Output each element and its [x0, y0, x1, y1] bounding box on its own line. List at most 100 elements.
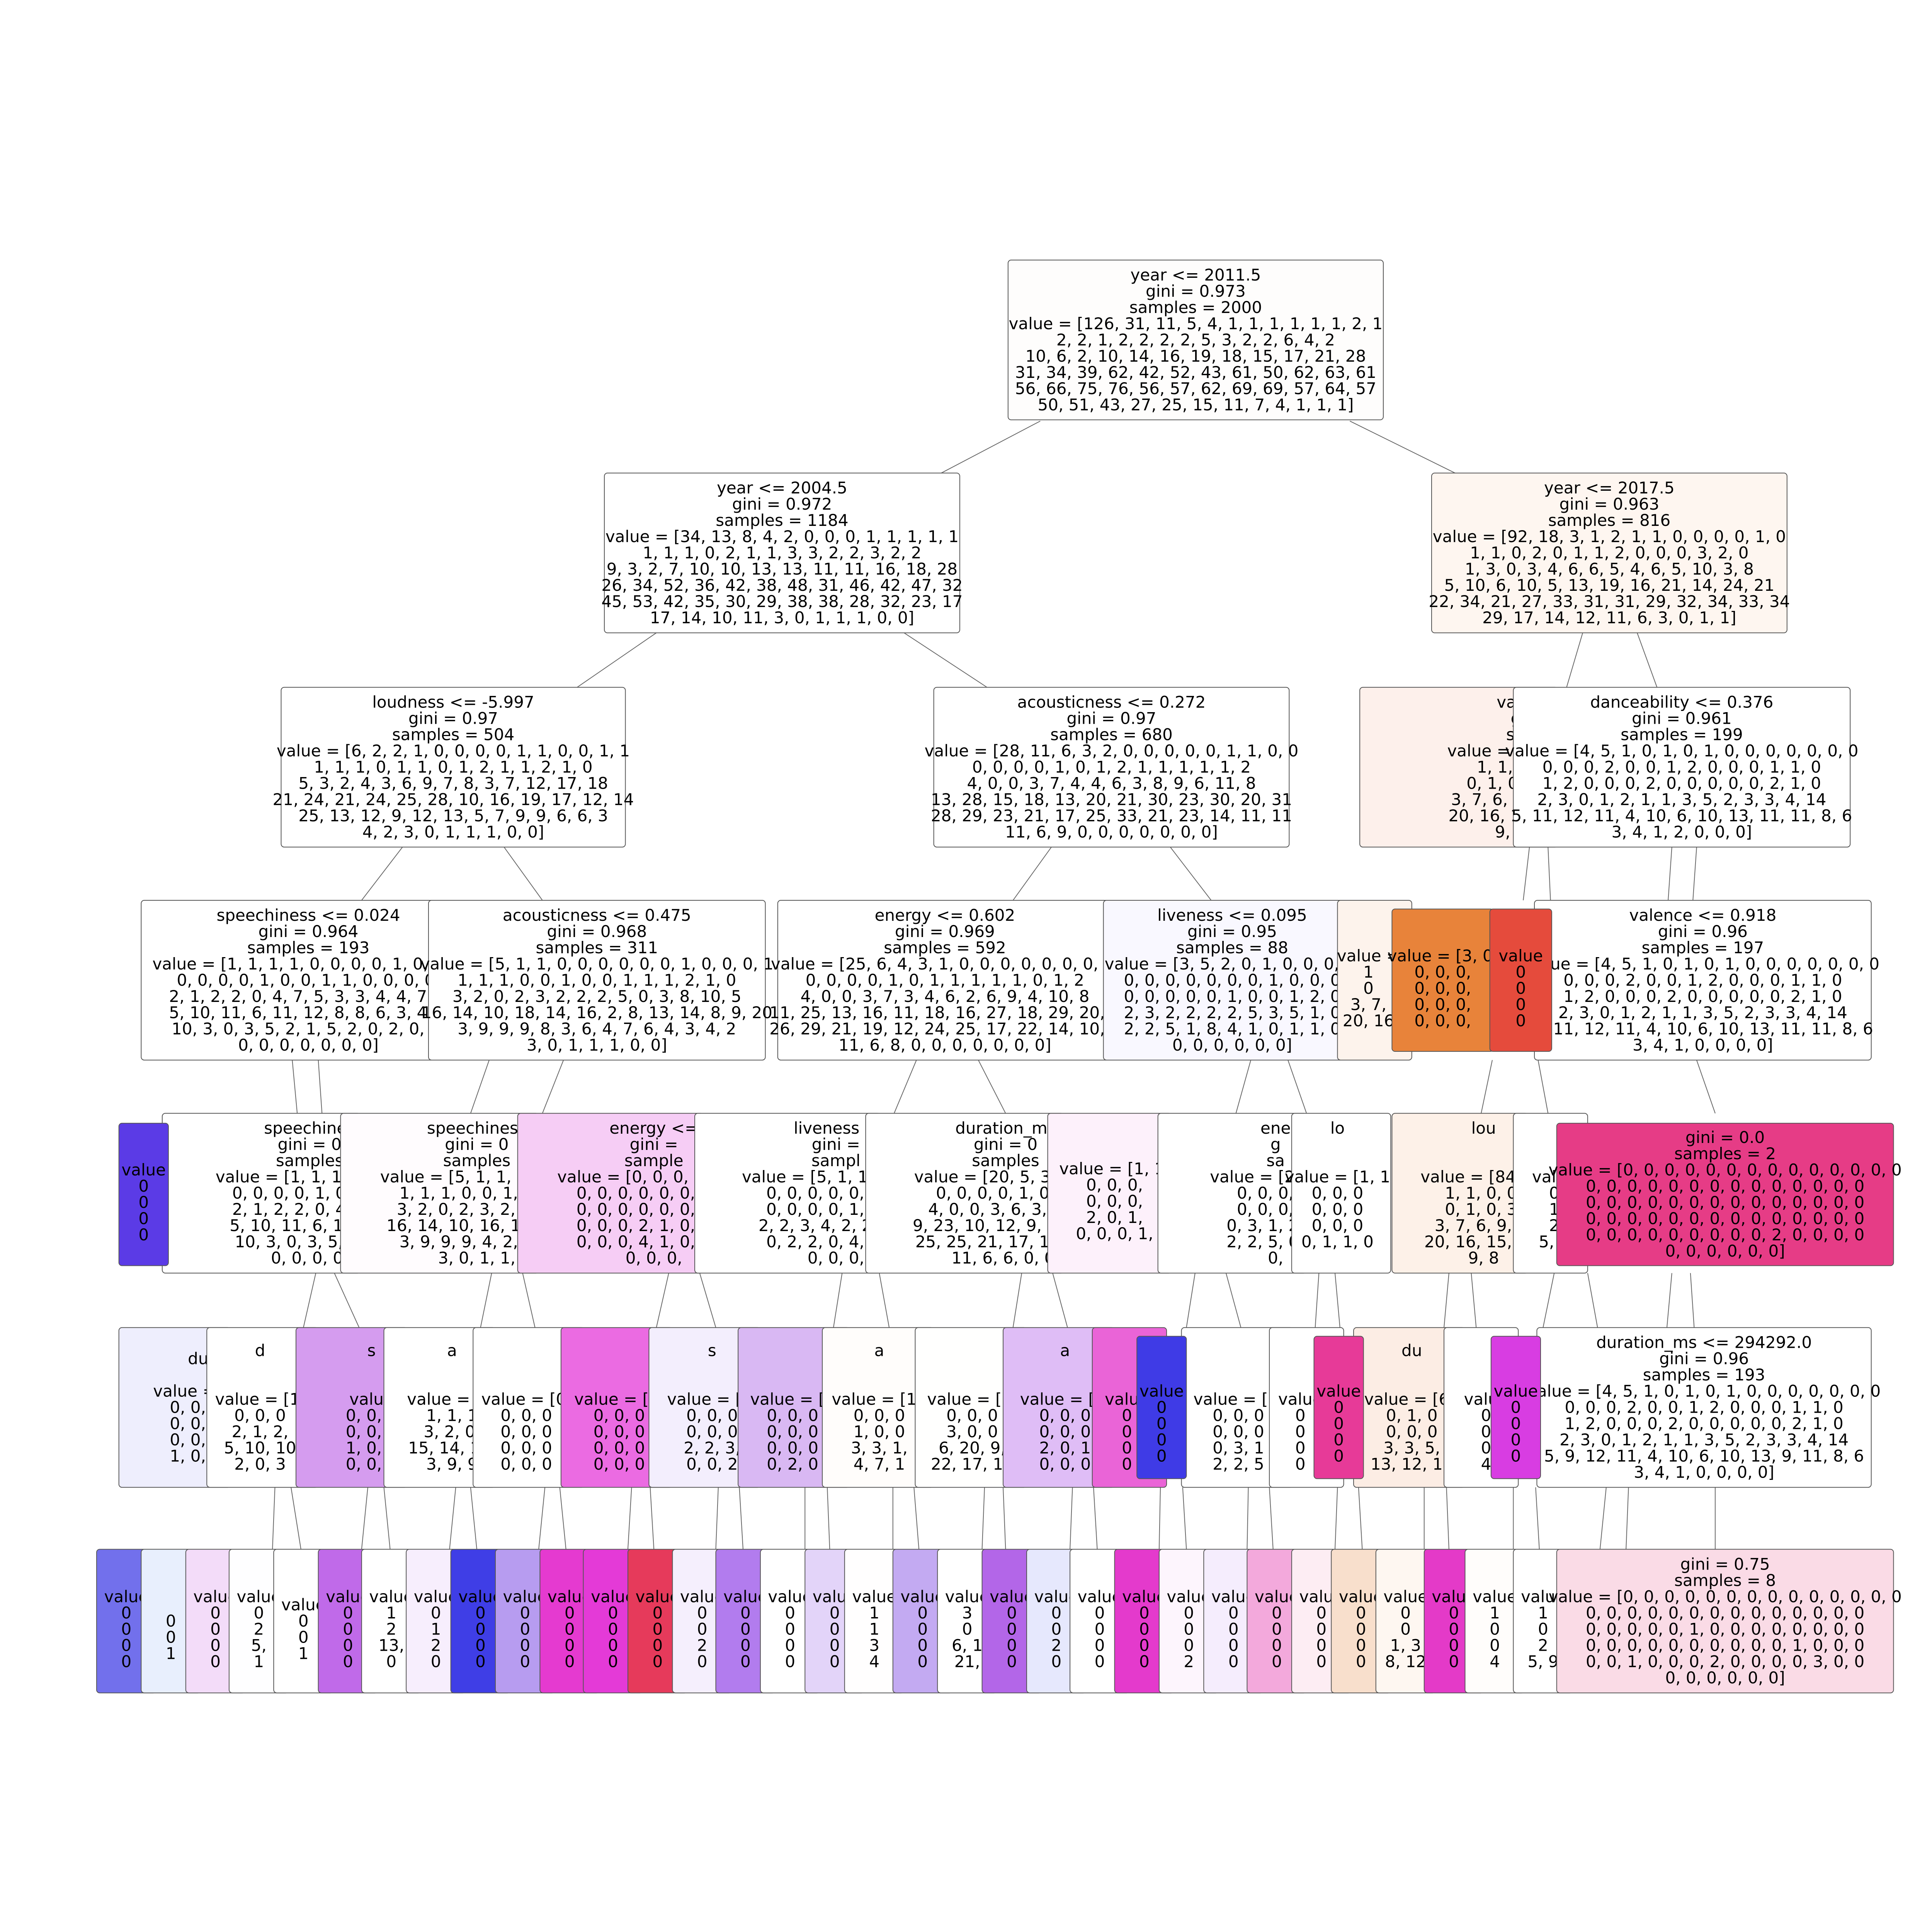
- tree-edge: [1600, 1487, 1606, 1549]
- tree-edge: [1481, 1060, 1492, 1113]
- tree-node: loudness <= -5.997gini = 0.97samples = 5…: [273, 687, 634, 847]
- tree-node-text: 0: [1272, 1652, 1282, 1671]
- tree-edge: [1693, 847, 1697, 900]
- tree-node-text: 0, 2, 0: [767, 1454, 818, 1473]
- tree-node-text: du: [188, 1349, 208, 1368]
- tree-node: liveness <= 0.095gini = 0.95samples = 88…: [1104, 900, 1360, 1060]
- tree-node-text: 0: [1515, 1011, 1526, 1030]
- tree-edge: [1548, 847, 1550, 900]
- tree-node-text: lou: [1471, 1119, 1496, 1138]
- tree-node-text: a: [1060, 1341, 1070, 1360]
- tree-node-text: 9, 8: [1468, 1248, 1499, 1267]
- tree-node-text: 0, 0, 0, 0,: [271, 1248, 348, 1267]
- tree-edge: [827, 1487, 830, 1549]
- tree-node-text: 0, 1, 1, 0: [1301, 1232, 1374, 1251]
- tree-edge: [1667, 1273, 1672, 1328]
- tree-node-text: 0: [565, 1652, 575, 1671]
- tree-node: value = [3, 0,0, 0, 0,0, 0, 0,0, 0, 0,0,…: [1388, 909, 1498, 1051]
- tree-edge: [1053, 1273, 1067, 1328]
- tree-node-text: 0, 0, 0, 0, 0, 0, 0]: [238, 1036, 379, 1054]
- tree-node: duration_ms <= 294292.0gini = 0.96sample…: [1527, 1328, 1881, 1487]
- tree-edge: [1543, 1273, 1554, 1328]
- tree-node: energy <= 0.602gini = 0.969samples = 592…: [769, 900, 1120, 1060]
- tree-node-text: 4: [1490, 1652, 1500, 1671]
- tree-node-text: 0: [1449, 1652, 1459, 1671]
- tree-edge: [362, 1487, 368, 1549]
- tree-node-text: 2, 0, 3: [234, 1454, 286, 1473]
- tree-node-text: 29, 17, 14, 12, 11, 6, 3, 0, 1, 1]: [1482, 608, 1736, 627]
- tree-edge: [1247, 1487, 1248, 1549]
- tree-edge: [904, 633, 987, 687]
- tree-node: year <= 2004.5gini = 0.972samples = 1184…: [601, 473, 963, 633]
- tree-node-text: 3, 4, 1, 2, 0, 0, 0]: [1612, 822, 1752, 841]
- tree-node-text: 0: [1139, 1652, 1150, 1671]
- tree-node-text: 1: [298, 1644, 309, 1663]
- tree-node-text: 0: [520, 1652, 531, 1671]
- tree-edge: [1444, 1273, 1449, 1328]
- tree-node-text: 0, 0, 0,: [1414, 1011, 1471, 1030]
- tree-edge: [504, 847, 542, 900]
- tree-node-text: 50, 51, 43, 27, 25, 15, 11, 7, 4, 1, 1, …: [1038, 395, 1354, 414]
- tree-node-text: s: [708, 1341, 716, 1360]
- tree-node-text: 0, 0, 0, 0, 0, 0]: [1665, 1242, 1785, 1260]
- tree-edge: [303, 1273, 316, 1328]
- tree-node-text: 4, 2, 3, 0, 1, 1, 1, 0, 0]: [362, 822, 544, 841]
- tree-edge: [833, 1273, 842, 1328]
- tree-edge: [1588, 1273, 1598, 1328]
- tree-node-text: 0: [1156, 1446, 1167, 1465]
- tree-node-text: 11, 6, 8, 0, 0, 0, 0, 0, 0, 0]: [838, 1036, 1051, 1054]
- tree-node-text: 0: [431, 1652, 441, 1671]
- tree-node-text: 0: [697, 1652, 707, 1671]
- tree-edge: [628, 1487, 632, 1549]
- tree-node-text: 0, 0, 0: [500, 1454, 552, 1473]
- tree-node-text: 0: [785, 1652, 795, 1671]
- tree-node-text: 13, 12, 12: [1371, 1454, 1453, 1473]
- tree-node-text: 4: [1481, 1454, 1492, 1473]
- tree-node-text: 0, 0, 0: [594, 1454, 645, 1473]
- tree-edge: [650, 1487, 654, 1549]
- tree-node-text: 0: [138, 1225, 149, 1244]
- tree-edge: [1335, 1273, 1340, 1328]
- tree-edge: [1269, 1487, 1273, 1549]
- tree-edge: [471, 1060, 489, 1113]
- tree-edge: [334, 1273, 359, 1328]
- tree-edge: [656, 1273, 669, 1328]
- tree-node: value0000: [1137, 1336, 1186, 1479]
- tree-node-text: 11, 6, 6, 0, 0,: [951, 1248, 1060, 1267]
- tree-node: value0000: [1491, 1336, 1541, 1479]
- tree-edge: [318, 1060, 322, 1113]
- tree-node-text: 8, 12: [1385, 1652, 1426, 1671]
- tree-edge: [1003, 1487, 1005, 1549]
- tree-edge: [449, 1487, 456, 1549]
- tree-edge: [894, 1060, 917, 1113]
- tree-edge: [272, 1487, 275, 1549]
- tree-node-text: 3, 4, 1, 0, 0, 0, 0]: [1633, 1036, 1773, 1054]
- tree-edge: [471, 1487, 477, 1549]
- tree-node-text: 0: [1511, 1446, 1521, 1465]
- tree-node-text: 2: [1184, 1652, 1194, 1671]
- tree-edge: [523, 1273, 535, 1328]
- tree-node-text: 0: [1228, 1652, 1239, 1671]
- tree-node-text: 2, 2, 5: [1213, 1454, 1264, 1473]
- tree-node: year <= 2011.5gini = 0.973samples = 2000…: [1008, 260, 1383, 420]
- tree-node-text: 0, 0, 0, 1,: [1076, 1224, 1153, 1243]
- tree-node-text: d: [255, 1341, 265, 1360]
- tree-node-text: 0: [475, 1652, 486, 1671]
- tree-node-text: 3, 0, 1, 1, 1, 0, 0]: [527, 1036, 667, 1054]
- tree-node: speechiness <= 0.024gini = 0.964samples …: [141, 900, 475, 1060]
- tree-edge: [1236, 1060, 1251, 1113]
- tree-node-text: 17, 14, 10, 11, 3, 0, 1, 1, 1, 0, 0]: [650, 608, 914, 627]
- tree-edge: [1536, 1487, 1539, 1549]
- tree-node: value0000: [1490, 909, 1552, 1051]
- tree-node-text: 0: [386, 1652, 396, 1671]
- tree-edge: [1523, 847, 1529, 900]
- tree-node-text: 0: [608, 1652, 618, 1671]
- tree-edge: [1315, 1273, 1319, 1328]
- tree-edge: [1013, 847, 1051, 900]
- tree-edge: [481, 1273, 492, 1328]
- tree-node-text: 0: [343, 1652, 353, 1671]
- tree-edge: [1170, 847, 1211, 900]
- tree-node-text: 22, 17, 10: [931, 1454, 1014, 1473]
- tree-node-text: 0: [1316, 1652, 1327, 1671]
